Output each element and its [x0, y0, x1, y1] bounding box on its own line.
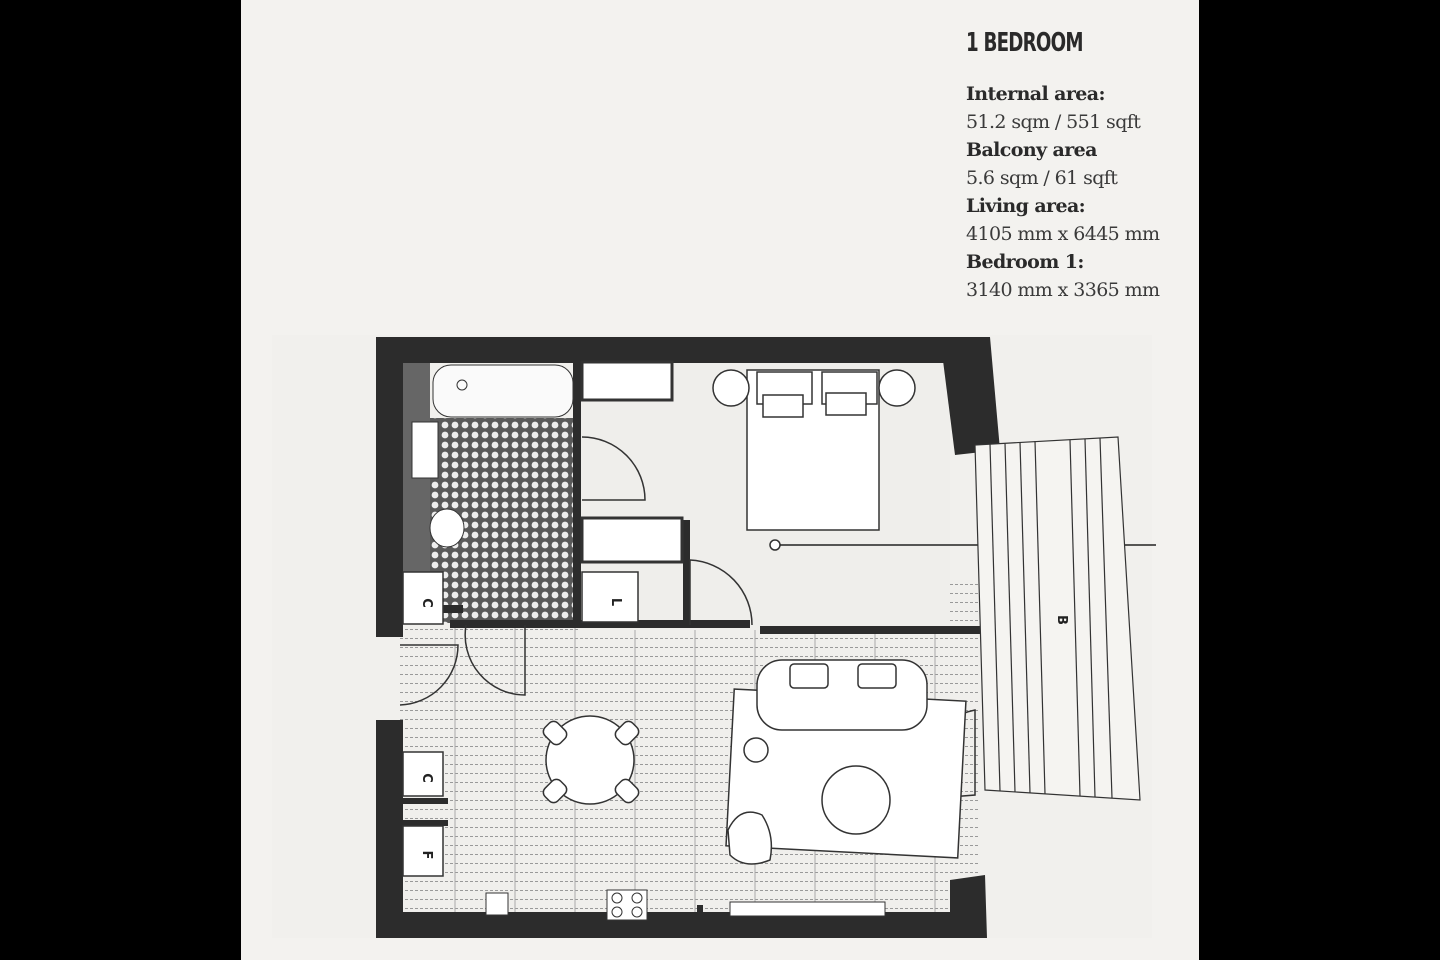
- unit-title: 1 BEDROOM: [966, 28, 1084, 58]
- wardrobe: [580, 360, 674, 402]
- bath-drain: [456, 379, 468, 391]
- fridge: [402, 825, 444, 877]
- cupboard-label: C: [419, 598, 434, 608]
- cupboard: [402, 571, 444, 625]
- cupboard: [402, 751, 444, 797]
- linen-label: L: [608, 598, 623, 606]
- cupboard-label: C: [419, 773, 434, 783]
- spec-label: Balcony area: [966, 139, 1097, 161]
- balcony-label: B: [1054, 615, 1069, 625]
- wardrobe: [580, 516, 684, 564]
- spec-value: 3140 mm x 3365 mm: [966, 279, 1160, 301]
- hob: [606, 889, 648, 921]
- fridge-label: F: [419, 851, 434, 860]
- spec-label: Internal area:: [966, 83, 1105, 105]
- section-marker: [769, 539, 781, 551]
- unit-specs: 1 BEDROOM Internal area: 51.2 sqm / 551 …: [966, 28, 1160, 304]
- spec-label: Living area:: [966, 195, 1086, 217]
- dining-table: [542, 715, 640, 805]
- spec-value: 4105 mm x 6445 mm: [966, 223, 1160, 245]
- balcony: [974, 436, 1141, 801]
- basin: [411, 421, 439, 479]
- armchair: [727, 811, 773, 865]
- double-bed: [712, 369, 916, 531]
- spec-label: Bedroom 1:: [966, 251, 1084, 273]
- spec-value: 5.6 sqm / 61 sqft: [966, 167, 1118, 189]
- linen-cupboard: [581, 571, 639, 623]
- tv-unit: [729, 901, 886, 917]
- sink: [485, 892, 509, 916]
- sofa-and-rug: [725, 659, 967, 859]
- spec-value: 51.2 sqm / 551 sqft: [966, 111, 1141, 133]
- toilet: [429, 508, 465, 548]
- bathtub: [432, 364, 574, 418]
- walls: [376, 337, 1000, 938]
